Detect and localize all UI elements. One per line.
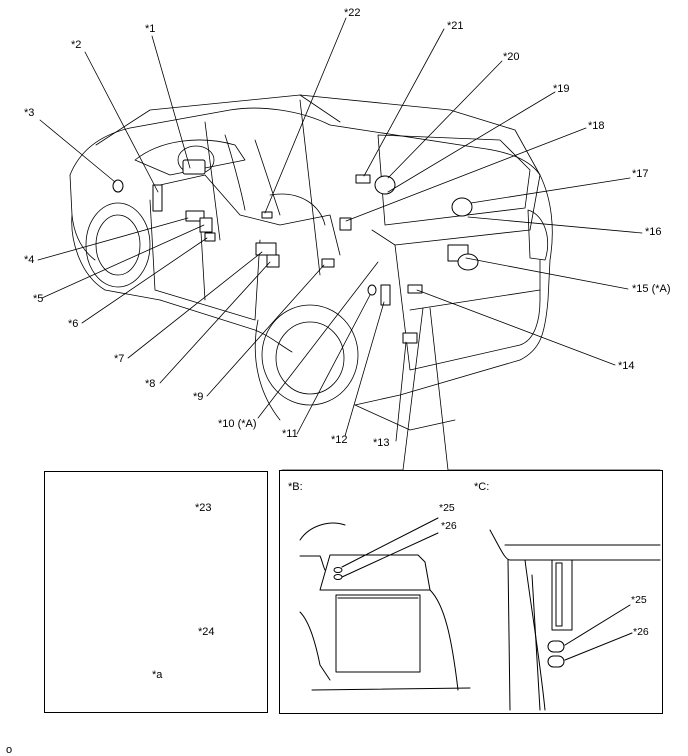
vehicle-components xyxy=(112,159,479,344)
component-22 xyxy=(261,211,273,219)
callout-7: *7 xyxy=(114,353,125,365)
callout-10: *10 (*A) xyxy=(218,418,257,430)
callout-3: *3 xyxy=(24,107,35,119)
callout-9: *9 xyxy=(193,391,204,403)
callout-19: *19 xyxy=(553,83,570,95)
callout-15: *15 (*A) xyxy=(632,283,671,295)
component-8 xyxy=(266,254,280,268)
callout-5: *5 xyxy=(33,293,44,305)
callout-8: *8 xyxy=(145,378,156,390)
callout-4: *4 xyxy=(24,254,35,266)
callout-2: *2 xyxy=(71,39,82,51)
view-c-callout-25: *25 xyxy=(631,594,647,606)
component-12 xyxy=(380,284,391,306)
footer-mark: o xyxy=(6,744,13,756)
view-c-label: *C: xyxy=(474,481,490,493)
component-4 xyxy=(185,210,205,222)
vehicle-body xyxy=(69,94,553,431)
component-11 xyxy=(367,284,377,296)
view-b-label: *B: xyxy=(288,481,303,493)
component-21 xyxy=(355,174,371,184)
component-3 xyxy=(112,179,124,193)
inset-view-b xyxy=(299,517,471,691)
inset-view-c xyxy=(489,529,661,711)
component-5 xyxy=(199,217,213,233)
callout-23: *23 xyxy=(195,502,212,514)
component-6 xyxy=(204,232,216,242)
component-20 xyxy=(374,175,396,195)
component-17 xyxy=(451,197,473,217)
view-b-callout-25: *25 xyxy=(439,502,455,514)
component-13 xyxy=(402,332,418,344)
callout-13: *13 xyxy=(373,437,390,449)
component-15b xyxy=(457,253,479,271)
component-2 xyxy=(152,184,163,212)
callout-6: *6 xyxy=(68,318,79,330)
component-1 xyxy=(182,159,206,175)
note-a: *a xyxy=(152,669,163,681)
callout-22: *22 xyxy=(344,7,361,19)
callout-11: *11 xyxy=(282,428,298,440)
inset-left-box xyxy=(44,471,268,713)
view-b-callout-26: *26 xyxy=(441,520,457,532)
component-7 xyxy=(255,242,277,256)
callout-17: *17 xyxy=(632,168,649,180)
component-9 xyxy=(321,258,335,268)
leader-lines xyxy=(37,17,661,471)
callout-20: *20 xyxy=(503,51,520,63)
callout-21: *21 xyxy=(447,20,464,32)
component-14 xyxy=(407,284,423,294)
callout-16: *16 xyxy=(645,226,662,238)
callout-12: *12 xyxy=(331,434,348,446)
view-c-callout-26: *26 xyxy=(633,626,649,638)
callout-18: *18 xyxy=(588,120,605,132)
callout-14: *14 xyxy=(618,360,635,372)
callout-24: *24 xyxy=(198,626,215,638)
component-18 xyxy=(339,217,352,231)
inset-right-box xyxy=(279,470,663,714)
callout-1: *1 xyxy=(145,23,156,35)
